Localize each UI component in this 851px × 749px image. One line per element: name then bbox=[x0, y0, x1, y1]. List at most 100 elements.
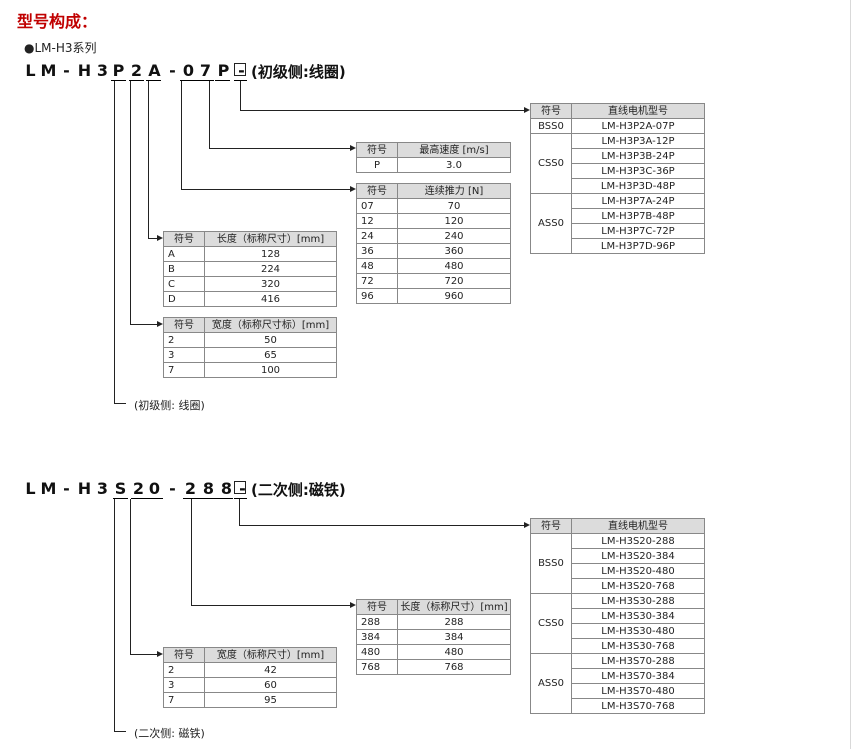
secondary-footnote: (二次侧: 磁铁) bbox=[134, 727, 205, 740]
leader-line bbox=[130, 654, 158, 655]
code-char: 3 bbox=[96, 61, 109, 80]
table-row: LM-H3P7D-96P bbox=[531, 238, 705, 254]
underline bbox=[183, 498, 233, 499]
leader-line bbox=[181, 189, 351, 190]
code-char: 7 bbox=[199, 61, 212, 80]
leader-line bbox=[148, 238, 158, 239]
leader-line bbox=[114, 499, 115, 732]
table-header: 宽度（标称尺寸标）[mm] bbox=[204, 317, 337, 333]
table-header: 符号 bbox=[356, 183, 398, 199]
group-symbol: ASS0 bbox=[530, 653, 572, 714]
code-char: M bbox=[40, 479, 57, 498]
code-char: - bbox=[238, 61, 245, 80]
code-char: 8 bbox=[220, 479, 233, 498]
group-symbol: ASS0 bbox=[530, 193, 572, 254]
group-symbol: CSS0 bbox=[530, 133, 572, 194]
secondary-suffix: (二次侧:磁铁) bbox=[251, 481, 346, 499]
table-header: 符号 bbox=[356, 599, 398, 615]
underline bbox=[234, 498, 247, 499]
code-char: 2 bbox=[132, 479, 145, 498]
arrow-icon bbox=[350, 602, 356, 608]
code-char: - bbox=[63, 479, 70, 498]
arrow-icon bbox=[524, 522, 530, 528]
table-header: 长度（标称尺寸）[mm] bbox=[397, 599, 511, 615]
arrow-icon bbox=[350, 186, 356, 192]
code-char: M bbox=[40, 61, 57, 80]
leader-line bbox=[239, 525, 525, 526]
underline bbox=[180, 80, 214, 81]
code-char: - bbox=[239, 479, 246, 498]
primary-suffix: (初级侧:线圈) bbox=[251, 63, 346, 81]
table-header: 直线电机型号 bbox=[571, 103, 705, 119]
blank-box-icon bbox=[234, 481, 246, 494]
code-char: L bbox=[25, 61, 36, 80]
secondary-model-code: L M - H 3 S 2 0 - 2 8 8 - (二次侧:磁铁) bbox=[22, 479, 367, 501]
group-symbol: BSS0 bbox=[530, 118, 572, 134]
code-char: 2 bbox=[130, 61, 143, 80]
code-char: - bbox=[63, 61, 70, 80]
table-header: 符号 bbox=[163, 317, 205, 333]
leader-line bbox=[209, 148, 351, 149]
page-title: 型号构成： bbox=[17, 12, 98, 31]
code-char: A bbox=[148, 61, 161, 80]
code-char: 0 bbox=[148, 479, 161, 498]
leader-line bbox=[148, 81, 149, 239]
code-char: - bbox=[169, 479, 176, 498]
underline bbox=[129, 80, 144, 81]
underline bbox=[215, 80, 230, 81]
code-char: 3 bbox=[96, 479, 109, 498]
arrow-icon bbox=[350, 145, 356, 151]
leader-line bbox=[191, 605, 351, 606]
underline bbox=[131, 498, 163, 499]
table-header: 符号 bbox=[530, 103, 572, 119]
leader-line bbox=[130, 324, 158, 325]
leader-line bbox=[240, 110, 525, 111]
code-char: P bbox=[217, 61, 230, 80]
code-char: S bbox=[114, 479, 127, 498]
leader-line bbox=[181, 81, 182, 190]
leader-line bbox=[130, 499, 131, 655]
leader-line bbox=[191, 499, 192, 606]
primary-model-code: L M - H 3 P 2 A - 0 7 P - (初级侧:线圈) bbox=[22, 61, 367, 83]
code-char: 0 bbox=[182, 61, 195, 80]
series-label: ●LM-H3系列 bbox=[24, 41, 97, 55]
code-char: 8 bbox=[202, 479, 215, 498]
arrow-icon bbox=[157, 651, 163, 657]
leader-line bbox=[130, 81, 131, 325]
table-header: 符号 bbox=[163, 231, 205, 247]
table-header: 符号 bbox=[163, 647, 205, 663]
underline bbox=[113, 498, 128, 499]
code-char: 2 bbox=[184, 479, 197, 498]
table-header: 最高速度 [m/s] bbox=[397, 142, 511, 158]
leader-line bbox=[114, 81, 115, 404]
code-char: H bbox=[77, 479, 92, 498]
code-char: L bbox=[25, 479, 36, 498]
leader-line bbox=[114, 731, 126, 732]
